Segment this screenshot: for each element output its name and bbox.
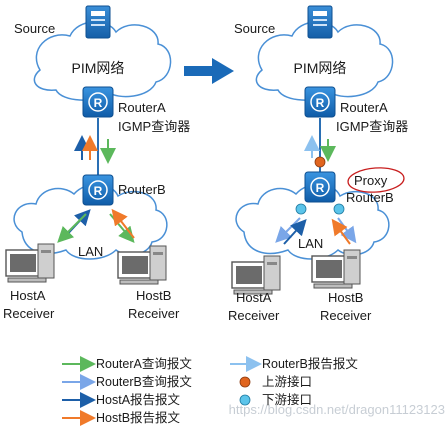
left-lan-query-to-hosta-arrow (57, 213, 87, 243)
legend-item-upstream-interface: 上游接口 (239, 374, 312, 389)
left-hostb-computer-icon (117, 245, 167, 285)
right-downstream-interface-dot-1 (295, 203, 307, 215)
legend-routerb-query-label: RouterB查询报文 (96, 374, 192, 389)
left-querier-label: IGMP查询器 (118, 119, 190, 134)
legend-item-routerb-query: RouterB查询报文 (62, 374, 192, 390)
svg-text:R: R (316, 181, 325, 195)
right-hostb-label: HostB (328, 290, 363, 305)
svg-text:R: R (316, 96, 325, 110)
left-hosta-label: HostA (10, 288, 46, 303)
legend-routera-query-label: RouterA查询报文 (96, 356, 192, 371)
right-hostb-role: Receiver (320, 308, 372, 323)
legend-downstream-interface-label: 下游接口 (262, 392, 312, 407)
right-hostb-computer-icon (311, 249, 361, 289)
right-diagram: PIM网络 Source R RouterA IGMP查询器 LAN R (228, 5, 408, 323)
left-hosta-role: Receiver (3, 306, 55, 321)
proxy-highlight-circle (347, 167, 405, 193)
legend: RouterA查询报文 RouterB查询报文 HostA报告报文 HostB报… (62, 356, 358, 426)
right-lan-hosta-report-arrow (283, 219, 307, 245)
right-downstream-interface-dot-2 (333, 203, 345, 215)
left-pim-cloud (33, 21, 172, 101)
right-upstream-interface-dot (314, 156, 326, 168)
left-router-a-label: RouterA (118, 100, 166, 115)
right-router-b-label: RouterB (346, 190, 394, 205)
left-hostb-role: Receiver (128, 306, 180, 321)
left-router-b-icon: R (82, 174, 114, 206)
right-router-a-label: RouterA (340, 100, 388, 115)
left-server-icon (85, 5, 111, 39)
legend-hosta-report-label: HostA报告报文 (96, 392, 181, 407)
right-lan-hostb-report-arrow (331, 218, 351, 245)
right-pim-cloud (255, 21, 394, 101)
right-source-label: Source (234, 21, 275, 36)
left-diagram: PIM网络 Source R RouterA IGMP查询器 LAN (3, 5, 190, 321)
right-proxy-label: Proxy (354, 173, 388, 188)
right-lan-label: LAN (298, 236, 323, 251)
left-lan-hostb-report-arrow (111, 208, 135, 239)
legend-item-hostb-report: HostB报告报文 (62, 410, 181, 426)
svg-text:R: R (94, 184, 103, 198)
legend-routerb-report-label: RouterB报告报文 (262, 356, 358, 371)
right-server-icon (307, 5, 333, 39)
legend-item-routerb-report: RouterB报告报文 (230, 356, 358, 372)
right-hosta-computer-icon (231, 255, 281, 295)
right-network-label: PIM网络 (294, 60, 347, 76)
legend-item-downstream-interface: 下游接口 (239, 392, 312, 407)
left-hosta-computer-icon (5, 243, 55, 283)
right-hosta-role: Receiver (228, 308, 280, 323)
right-router-b-icon: R (304, 171, 336, 203)
left-router-b-label: RouterB (118, 182, 166, 197)
legend-item-hosta-report: HostA报告报文 (62, 392, 181, 408)
right-querier-label: IGMP查询器 (336, 119, 408, 134)
left-lan-label: LAN (78, 244, 103, 259)
legend-upstream-interface-label: 上游接口 (262, 374, 312, 389)
left-router-a-icon: R (82, 86, 114, 118)
transition-arrow-icon (184, 58, 234, 84)
left-network-label: PIM网络 (72, 60, 125, 76)
watermark: https://blog.csdn.net/dragon11123123 (229, 402, 445, 417)
right-router-a-icon: R (304, 86, 336, 118)
legend-hostb-report-label: HostB报告报文 (96, 410, 181, 425)
left-source-label: Source (14, 21, 55, 36)
legend-item-routera-query: RouterA查询报文 (62, 356, 192, 372)
right-hosta-label: HostA (236, 290, 272, 305)
svg-text:R: R (94, 96, 103, 110)
left-hostb-label: HostB (136, 288, 171, 303)
